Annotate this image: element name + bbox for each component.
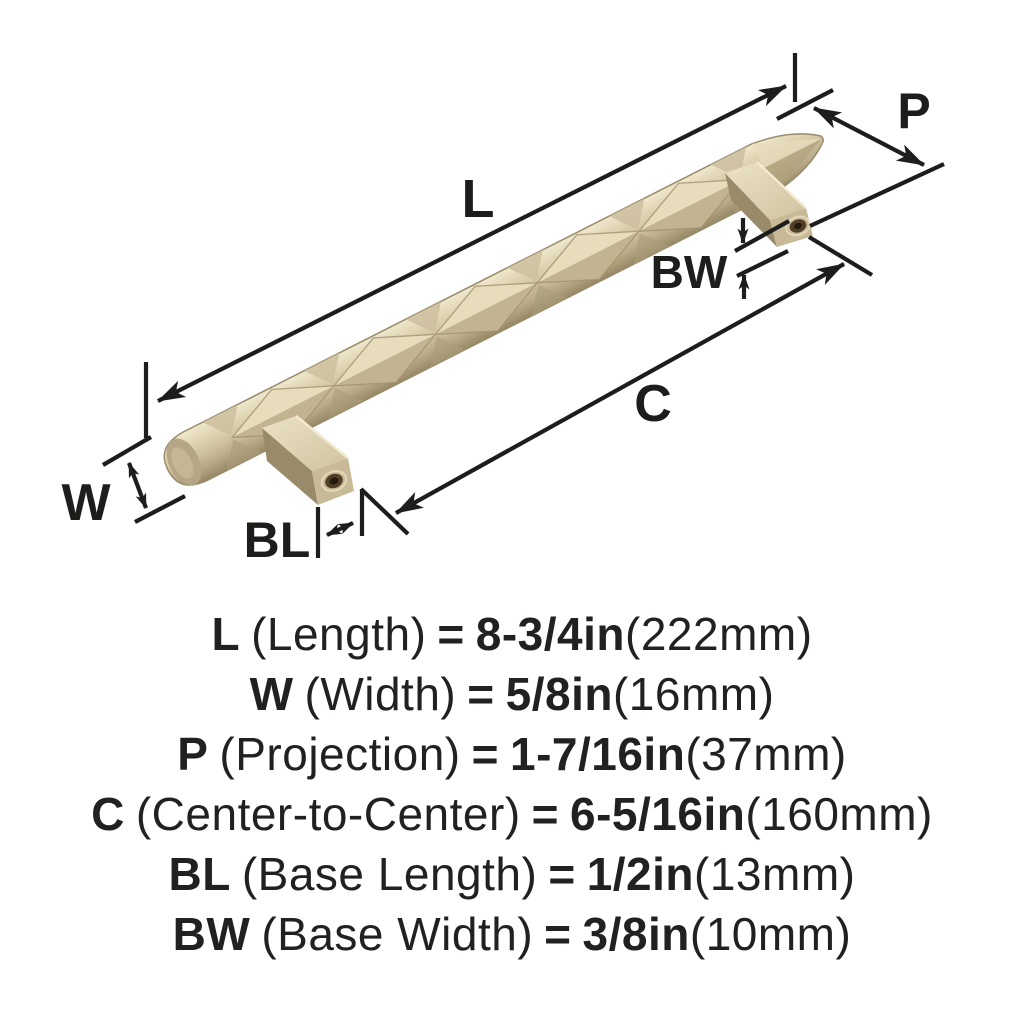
spec-line-projection: P(Projection)=1-7/16in(37mm)	[0, 724, 1024, 784]
spec-value-mm: (37mm)	[685, 728, 847, 780]
spec-symbol: BL	[168, 848, 231, 900]
label-base-width: BW	[651, 246, 728, 298]
bw-boundary-top	[733, 219, 791, 253]
c-extension-line-right	[807, 235, 874, 277]
spec-line-base-length: BL(Base Length)=1/2in(13mm)	[0, 844, 1024, 904]
dimension-lines	[101, 53, 945, 558]
spec-value-in: 1-7/16in	[510, 728, 686, 780]
spec-equals: =	[437, 608, 465, 660]
spec-equals: =	[531, 788, 560, 840]
spec-symbol: BW	[172, 908, 251, 960]
spec-value-in: 3/8in	[582, 908, 690, 960]
spec-value-in: 1/2in	[586, 848, 695, 900]
spec-symbol: P	[177, 728, 209, 780]
left-post-top-face	[262, 416, 348, 471]
spec-value-in: 6-5/16in	[570, 788, 746, 840]
p-surface-extension-line	[809, 162, 945, 228]
left-post	[262, 415, 354, 505]
c-dimension-line	[394, 262, 846, 515]
label-center-to-center: C	[634, 375, 672, 433]
spec-line-width: W(Width)=5/8in(16mm)	[0, 664, 1024, 724]
p-dimension-line	[813, 106, 925, 167]
spec-value-mm: (16mm)	[612, 668, 775, 720]
spec-descriptor: (Center-to-Center)	[135, 788, 521, 840]
label-base-length: BL	[244, 512, 311, 568]
p-extension-tick	[776, 88, 834, 121]
spec-descriptor: (Projection)	[219, 728, 461, 780]
spec-value-in: 5/8in	[505, 668, 613, 720]
pull-handle	[163, 133, 824, 505]
spec-line-length: L(Length)=8-3/4in(222mm)	[0, 604, 1024, 664]
spec-equals: =	[467, 668, 495, 720]
spec-equals: =	[544, 908, 572, 960]
bw-boundary-bottom	[736, 249, 789, 278]
spec-value-mm: (222mm)	[625, 608, 813, 660]
spec-line-center-to-center: C(Center-to-Center)=6-5/16in(160mm)	[0, 784, 1024, 844]
c-extension-line-left	[359, 487, 410, 536]
l-dimension-line	[157, 84, 787, 403]
right-screw-hole	[785, 215, 811, 237]
label-projection: P	[897, 83, 930, 139]
w-dimension-arrow	[127, 462, 148, 509]
spec-value-mm: (160mm)	[745, 788, 933, 840]
spec-descriptor: (Length)	[251, 608, 427, 660]
bl-dimension-arrow	[326, 521, 354, 537]
spec-value-mm: (13mm)	[694, 848, 856, 900]
spec-symbol: C	[91, 788, 125, 840]
spec-line-base-width: BW(Base Width)=3/8in(10mm)	[0, 904, 1024, 964]
label-length: L	[462, 169, 495, 229]
spec-descriptor: (Base Length)	[241, 848, 538, 900]
left-screw-hole	[320, 470, 348, 492]
spec-symbol: W	[249, 668, 294, 720]
spec-list: L(Length)=8-3/4in(222mm) W(Width)=5/8in(…	[0, 604, 1024, 964]
w-boundary-top	[101, 435, 153, 467]
spec-equals: =	[471, 728, 499, 780]
label-width: W	[61, 474, 111, 532]
spec-descriptor: (Width)	[304, 668, 457, 720]
spec-equals: =	[548, 848, 576, 900]
spec-value-mm: (10mm)	[689, 908, 852, 960]
spec-symbol: L	[211, 608, 241, 660]
w-boundary-bottom	[134, 494, 186, 524]
left-post-side-face	[262, 428, 318, 505]
spec-value-in: 8-3/4in	[475, 608, 626, 660]
spec-descriptor: (Base Width)	[261, 908, 534, 960]
